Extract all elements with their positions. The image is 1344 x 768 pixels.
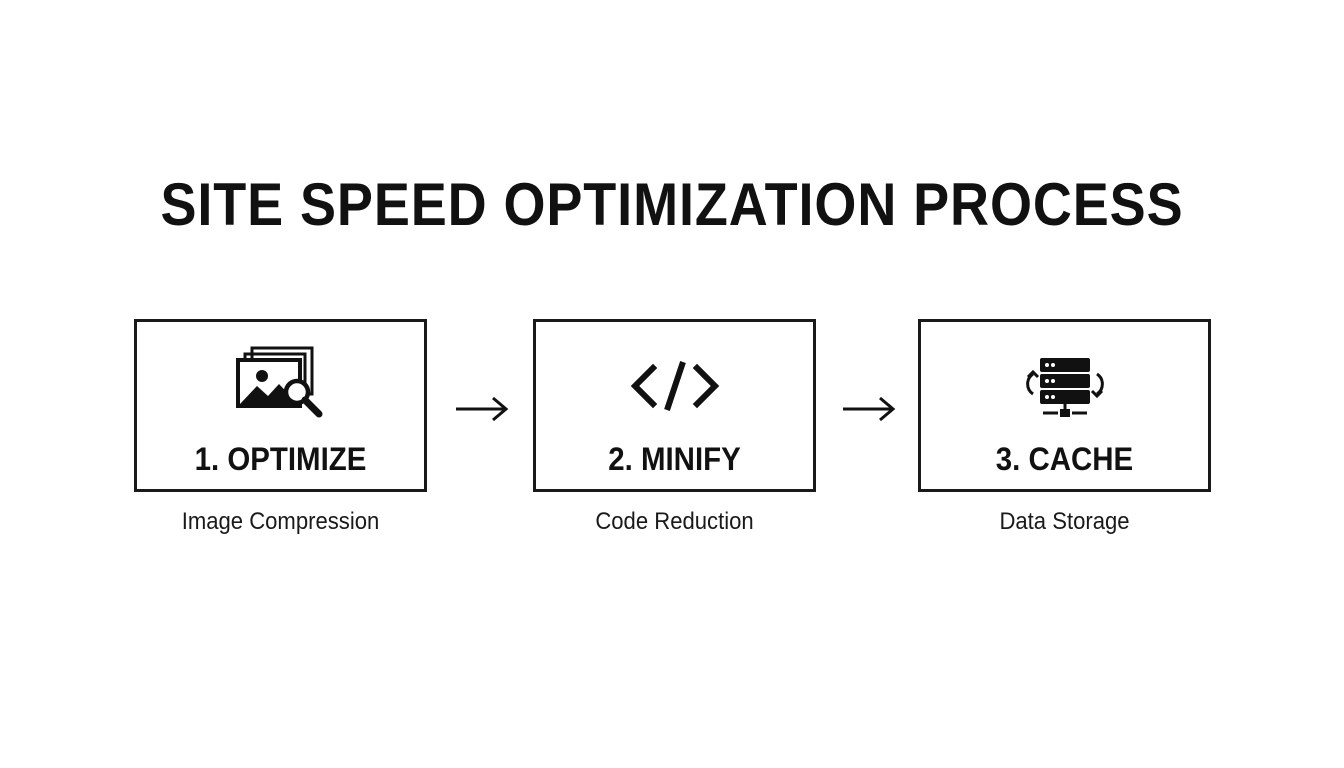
step-label-minify: 2. MINIFY <box>608 441 741 477</box>
diagram-title: SITE SPEED OPTIMIZATION PROCESS <box>160 171 1184 238</box>
step-box-optimize: 1. OPTIMIZE <box>134 319 427 492</box>
code-icon <box>630 360 719 419</box>
step-box-minify: 2. MINIFY <box>533 319 816 492</box>
arrow-right-icon <box>455 395 509 428</box>
step-caption-minify: Code Reduction <box>595 508 754 535</box>
step-caption-cache: Data Storage <box>999 508 1130 535</box>
step-caption-optimize: Image Compression <box>181 508 380 535</box>
server-sync-icon <box>1015 356 1115 423</box>
step-label-optimize: 1. OPTIMIZE <box>194 441 367 477</box>
arrow-right-icon <box>842 395 896 428</box>
step-box-cache: 3. CACHE <box>918 319 1211 492</box>
image-search-icon <box>235 344 327 425</box>
step-label-cache: 3. CACHE <box>995 441 1134 477</box>
